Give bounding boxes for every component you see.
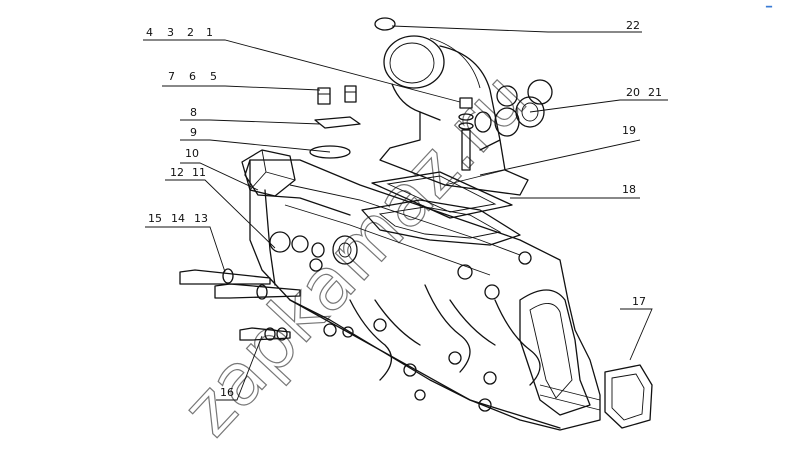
label-1: 1 bbox=[206, 26, 213, 39]
label-3: 3 bbox=[167, 26, 174, 39]
corner-mark: ━ bbox=[765, 2, 773, 13]
label-8: 8 bbox=[190, 106, 197, 119]
leader-lines bbox=[143, 25, 668, 401]
label-18: 18 bbox=[622, 183, 636, 196]
bolts-5-7 bbox=[317, 85, 357, 105]
label-9: 9 bbox=[190, 126, 197, 139]
label-4: 4 bbox=[146, 26, 153, 39]
gasket-17 bbox=[604, 364, 653, 429]
cap-22 bbox=[374, 17, 396, 31]
label-5: 5 bbox=[210, 70, 217, 83]
label-20: 20 bbox=[626, 86, 640, 99]
label-7: 7 bbox=[168, 70, 175, 83]
gasket-8 bbox=[314, 116, 361, 129]
label-17: 17 bbox=[632, 295, 646, 308]
label-21: 21 bbox=[648, 86, 662, 99]
hardware-1-4 bbox=[458, 97, 474, 171]
label-14: 14 bbox=[171, 212, 185, 225]
label-2: 2 bbox=[187, 26, 194, 39]
label-10: 10 bbox=[185, 147, 199, 160]
label-19: 19 bbox=[622, 124, 636, 137]
label-13: 13 bbox=[194, 212, 208, 225]
label-16: 16 bbox=[220, 386, 234, 399]
end-cap bbox=[241, 149, 296, 197]
label-15: 15 bbox=[148, 212, 162, 225]
part-numbers: 4 3 2 1 7 6 5 8 9 10 12 11 15 14 13 16 1… bbox=[146, 19, 662, 399]
label-11: 11 bbox=[192, 166, 206, 179]
exhaust-manifold bbox=[244, 159, 601, 431]
gasket-9 bbox=[309, 145, 351, 159]
label-12: 12 bbox=[170, 166, 184, 179]
bolts-13-16 bbox=[179, 231, 325, 341]
elbow-pipe bbox=[374, 17, 529, 196]
flange-gaskets bbox=[474, 79, 553, 137]
label-22: 22 bbox=[626, 19, 640, 32]
label-6: 6 bbox=[189, 70, 196, 83]
gasket-18 bbox=[371, 171, 513, 219]
